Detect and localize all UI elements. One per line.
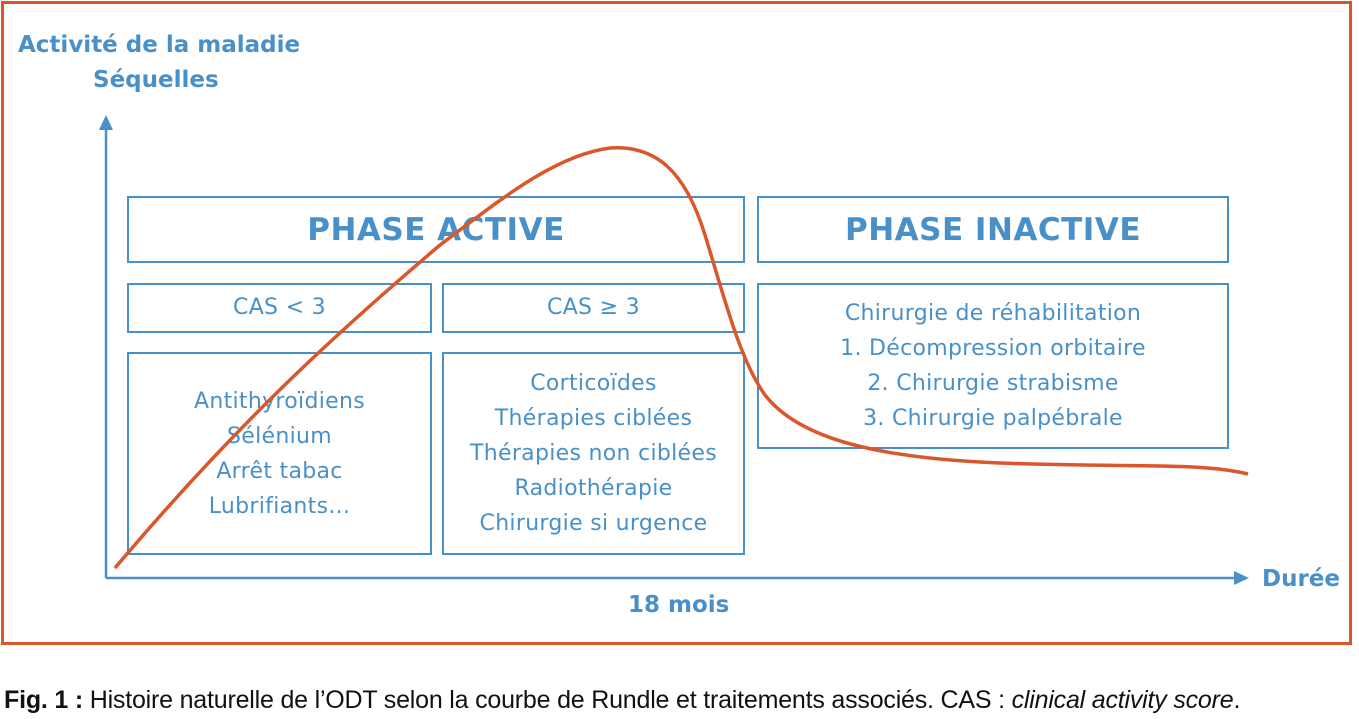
cas-low-box: CAS < 3 <box>127 283 432 333</box>
y-axis-label-sequelae: Séquelles <box>93 67 219 93</box>
treatment-item: Lubrifiants... <box>208 493 351 519</box>
caption-label: Fig. 1 : <box>4 686 83 714</box>
figure-caption: Fig. 1 : Histoire naturelle de l’ODT sel… <box>4 686 1240 715</box>
treatment-item: Chirurgie de réhabilitation <box>844 301 1142 326</box>
caption-italic: clinical activity score <box>1011 686 1234 714</box>
treatment-item: 3. Chirurgie palpébrale <box>863 406 1123 431</box>
cas-high-box: CAS ≥ 3 <box>442 283 745 333</box>
treatment-item: Arrêt tabac <box>216 458 343 484</box>
y-axis-arrowhead <box>99 115 113 130</box>
y-axis-label-activity: Activité de la maladie <box>18 32 301 58</box>
caption-text: Histoire naturelle de l’ODT selon la cou… <box>82 686 1012 714</box>
treatments-inactive-box: Chirurgie de réhabilitation 1. Décompres… <box>757 283 1229 449</box>
treatment-item: 1. Décompression orbitaire <box>840 336 1146 361</box>
cas-low-label: CAS < 3 <box>233 295 326 320</box>
treatments-high-box: Corticoïdes Thérapies ciblées Thérapies … <box>442 352 745 555</box>
treatment-item: Chirurgie si urgence <box>479 511 708 536</box>
phase-active-box: PHASE ACTIVE <box>127 196 745 263</box>
treatments-low-box: Antithyroïdiens Sélénium Arrêt tabac Lub… <box>127 352 432 555</box>
treatment-item: Thérapies ciblées <box>494 406 693 431</box>
phase-inactive-title: PHASE INACTIVE <box>844 211 1142 248</box>
cas-high-label: CAS ≥ 3 <box>547 295 640 320</box>
x-axis-label-duration: Durée <box>1262 566 1341 592</box>
treatment-item: Thérapies non ciblées <box>470 441 717 466</box>
phase-active-title: PHASE ACTIVE <box>307 211 565 248</box>
caption-end: . <box>1233 686 1241 714</box>
figure-frame <box>1 1 1352 645</box>
treatment-item: Radiothérapie <box>514 476 673 501</box>
treatment-item: 2. Chirurgie strabisme <box>867 371 1119 396</box>
x-axis-marker-18-months: 18 mois <box>628 592 730 618</box>
phase-inactive-box: PHASE INACTIVE <box>757 196 1229 263</box>
treatment-item: Corticoïdes <box>530 371 657 396</box>
x-axis-arrowhead <box>1234 571 1249 585</box>
rundle-curve <box>113 146 1249 570</box>
